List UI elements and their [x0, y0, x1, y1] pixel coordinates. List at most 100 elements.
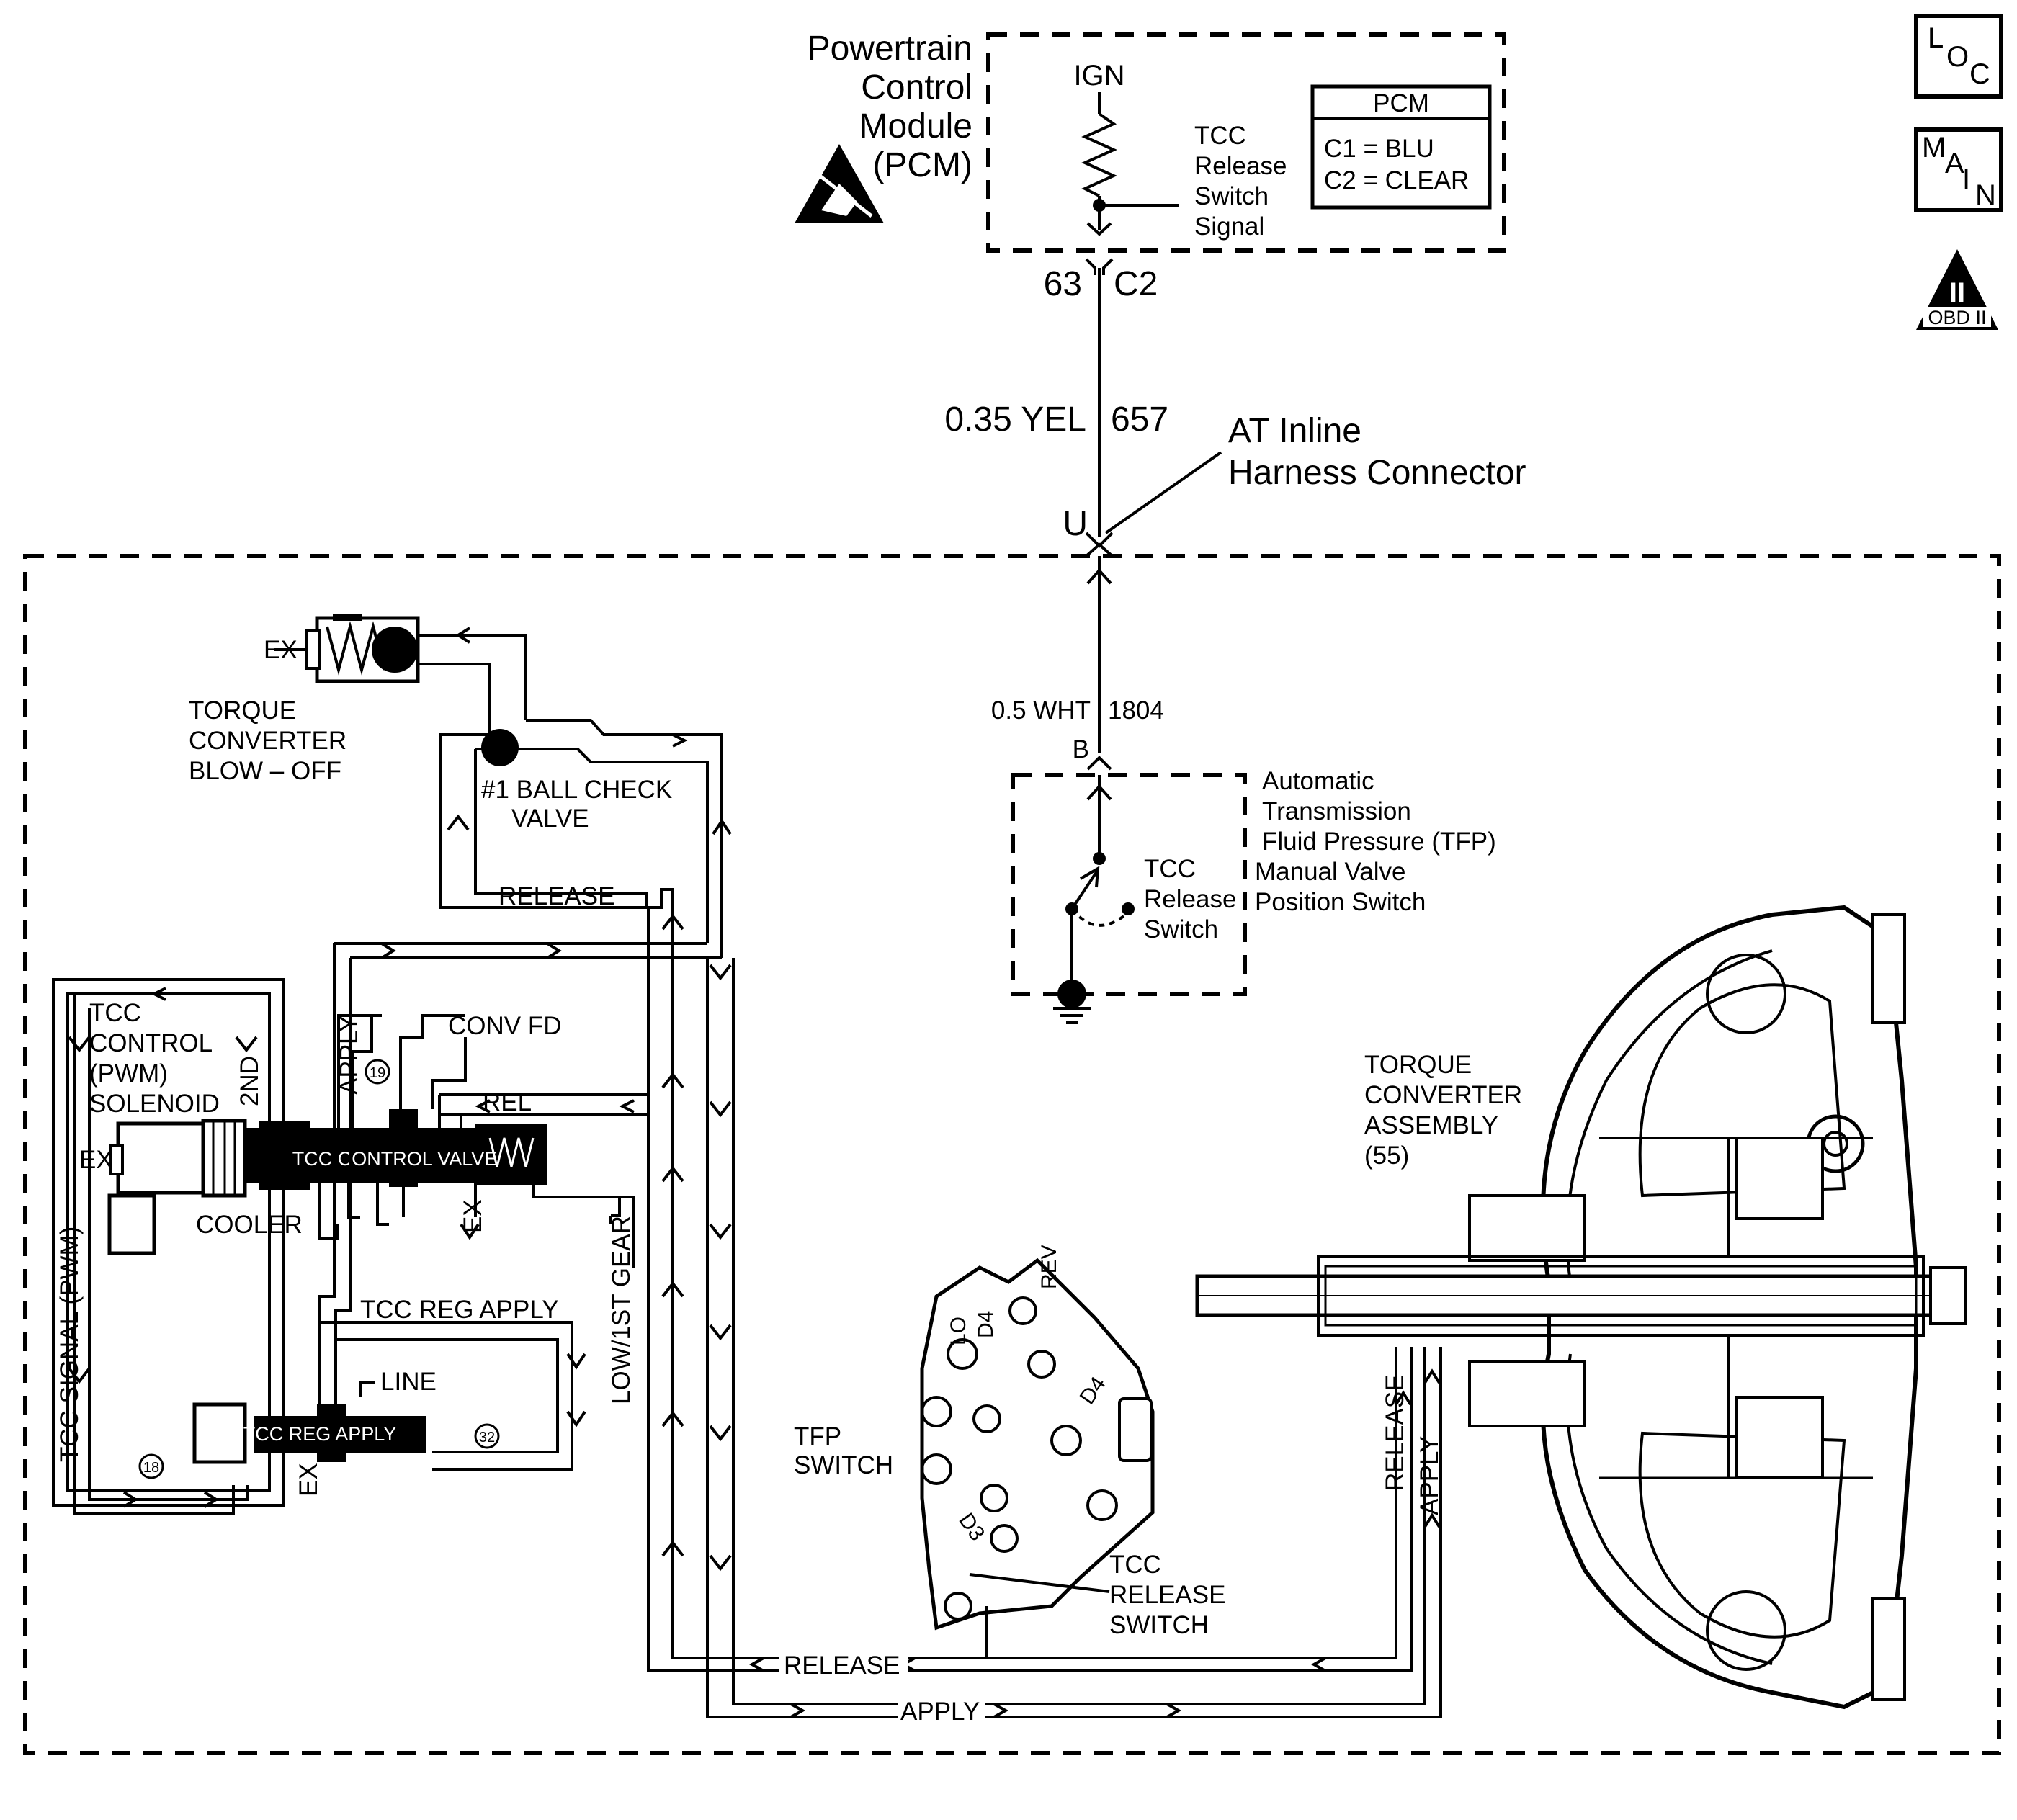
hydraulic-passages [333, 627, 1442, 1718]
blowoff-label: TORQUE CONVERTER BLOW – OFF [189, 696, 346, 785]
signal-line-3: Switch [1194, 182, 1269, 210]
line-label: LINE [380, 1368, 437, 1396]
svg-text:SWITCH: SWITCH [794, 1451, 893, 1479]
svg-text:TORQUE: TORQUE [1364, 1051, 1472, 1079]
tcc-control-valve [245, 1014, 635, 1268]
tcc-signal-label: TCC SIGNAL (PWM) [55, 1227, 84, 1462]
svg-text:TCC: TCC [89, 999, 141, 1027]
reg-apply-ex: EX [295, 1463, 323, 1497]
tcc-control-valve-label: TCC CONTROL VALVE [292, 1148, 498, 1170]
tcc-reg-apply-valve: TCC REG APPLY [192, 1402, 426, 1464]
svg-text:SOLENOID: SOLENOID [89, 1090, 220, 1118]
svg-text:Manual Valve: Manual Valve [1255, 858, 1405, 886]
tfp-switch-label: TFP SWITCH [794, 1422, 893, 1479]
svg-text:SWITCH: SWITCH [1109, 1611, 1209, 1639]
inline-leader [1104, 451, 1222, 534]
svg-text:L: L [1928, 22, 1944, 54]
pcm-title-line-1: Powertrain [808, 30, 972, 68]
svg-text:Automatic: Automatic [1262, 767, 1374, 795]
svg-text:OBD II: OBD II [1928, 307, 1986, 328]
wire-upper-circuit: 657 [1111, 400, 1168, 439]
bottom-apply-bg [898, 1697, 985, 1724]
tcc-reg-apply-label: TCC REG APPLY [360, 1296, 559, 1324]
esd-warning-icon [795, 144, 884, 223]
svg-text:32: 32 [479, 1430, 495, 1445]
inline-label-line-2: Harness Connector [1228, 454, 1526, 492]
tcc-release-switch-signal-label: TCC Release Switch Signal [1194, 122, 1287, 241]
wire-upper-gauge: 0.35 YEL [944, 400, 1086, 439]
svg-text:Transmission: Transmission [1262, 797, 1411, 825]
main-icon: M A I N [1914, 127, 2003, 212]
svg-text:TCC: TCC [1144, 855, 1196, 883]
svg-text:ASSEMBLY: ASSEMBLY [1364, 1111, 1498, 1139]
svg-text:(55): (55) [1364, 1142, 1409, 1170]
switch-connector-symbol [1086, 756, 1112, 771]
svg-text:N: N [1975, 179, 1996, 211]
release-label-upper: RELEASE [498, 882, 614, 910]
orifice-19: 19 [365, 1059, 390, 1085]
svg-text:II: II [1949, 277, 1965, 309]
wire-1804-arrow [1086, 568, 1112, 585]
wire-lower-circuit: 1804 [1108, 696, 1164, 725]
svg-text:19: 19 [370, 1065, 385, 1081]
svg-text:VALVE: VALVE [511, 804, 589, 833]
svg-text:Switch: Switch [1144, 915, 1218, 943]
svg-text:D4: D4 [974, 1311, 998, 1338]
svg-text:O: O [1946, 41, 1969, 73]
svg-text:CONVERTER: CONVERTER [1364, 1081, 1522, 1109]
pcm-table-row-2: C2 = CLEAR [1324, 166, 1469, 194]
svg-text:Release: Release [1144, 885, 1236, 913]
pcm-title: Powertrain Control Module (PCM) [808, 30, 972, 184]
svg-text:Fluid Pressure (TFP): Fluid Pressure (TFP) [1262, 828, 1496, 856]
tfp-switch-manifold [920, 1258, 1155, 1657]
svg-text:A: A [1945, 148, 1964, 179]
svg-text:TCC: TCC [1109, 1551, 1161, 1579]
svg-text:(PWM): (PWM) [89, 1059, 168, 1088]
converter-apply-label: APPLY [1416, 1436, 1444, 1515]
torque-converter-label: TORQUE CONVERTER ASSEMBLY (55) [1364, 1051, 1522, 1170]
svg-text:CONVERTER: CONVERTER [189, 727, 346, 755]
tfp-switch-title: Automatic Transmission Fluid Pressure (T… [1255, 767, 1496, 916]
svg-text:Position Switch: Position Switch [1255, 888, 1426, 916]
tcc-release-switch-label: TCC RELEASE SWITCH [1109, 1551, 1225, 1639]
pcm-table-row-1: C1 = BLU [1324, 135, 1434, 163]
pcm-title-line-3: Module [859, 107, 972, 145]
svg-text:RELEASE: RELEASE [1109, 1581, 1225, 1609]
bottom-apply-label: APPLY [900, 1698, 980, 1726]
inline-pin: U [1063, 505, 1088, 543]
solenoid-ex: EX [79, 1146, 113, 1174]
pcm-box [986, 32, 1506, 253]
inline-connector-symbol [1085, 532, 1114, 557]
ex-arrow [460, 1223, 480, 1240]
svg-text:C: C [1969, 58, 1990, 90]
svg-text:#1 BALL CHECK: #1 BALL CHECK [481, 776, 672, 804]
svg-text:BLOW – OFF: BLOW – OFF [189, 757, 341, 785]
second-arrow [235, 1036, 258, 1053]
rel-label: REL [483, 1088, 532, 1116]
pcm-title-line-2: Control [861, 68, 972, 107]
cooler-label: COOLER [196, 1211, 303, 1239]
low-1st-gear-label: LOW/1ST GEAR [607, 1216, 635, 1404]
bottom-release-bg [779, 1651, 908, 1678]
inline-label-line-1: AT Inline [1228, 412, 1361, 450]
switch-box-label: TCC Release Switch [1144, 855, 1236, 943]
pcm-connector-id: C2 [1114, 265, 1158, 303]
tcc-release-switch-symbol [1053, 775, 1135, 1024]
loc-icon: L O C [1914, 14, 2003, 99]
signal-line-4: Signal [1194, 212, 1264, 241]
switch-pin: B [1073, 735, 1089, 763]
svg-text:I: I [1962, 163, 1970, 195]
blowoff-ex: EX [264, 636, 298, 664]
ball-check-label: #1 BALL CHECK VALVE [481, 776, 672, 833]
bottom-release-label: RELEASE [784, 1651, 900, 1680]
svg-text:CONTROL: CONTROL [89, 1029, 213, 1057]
signal-line-1: TCC [1194, 122, 1246, 150]
transmission-box [23, 554, 2001, 1755]
pcm-table-header: PCM [1373, 89, 1429, 117]
tcc-reg-apply-network [68, 987, 621, 1515]
blow-off-valve [274, 614, 420, 683]
obd-ii-icon: II OBD II [1916, 249, 1998, 330]
svg-text:REV: REV [1037, 1245, 1061, 1289]
tcc-control-solenoid-label: TCC CONTROL (PWM) SOLENOID [89, 999, 220, 1118]
